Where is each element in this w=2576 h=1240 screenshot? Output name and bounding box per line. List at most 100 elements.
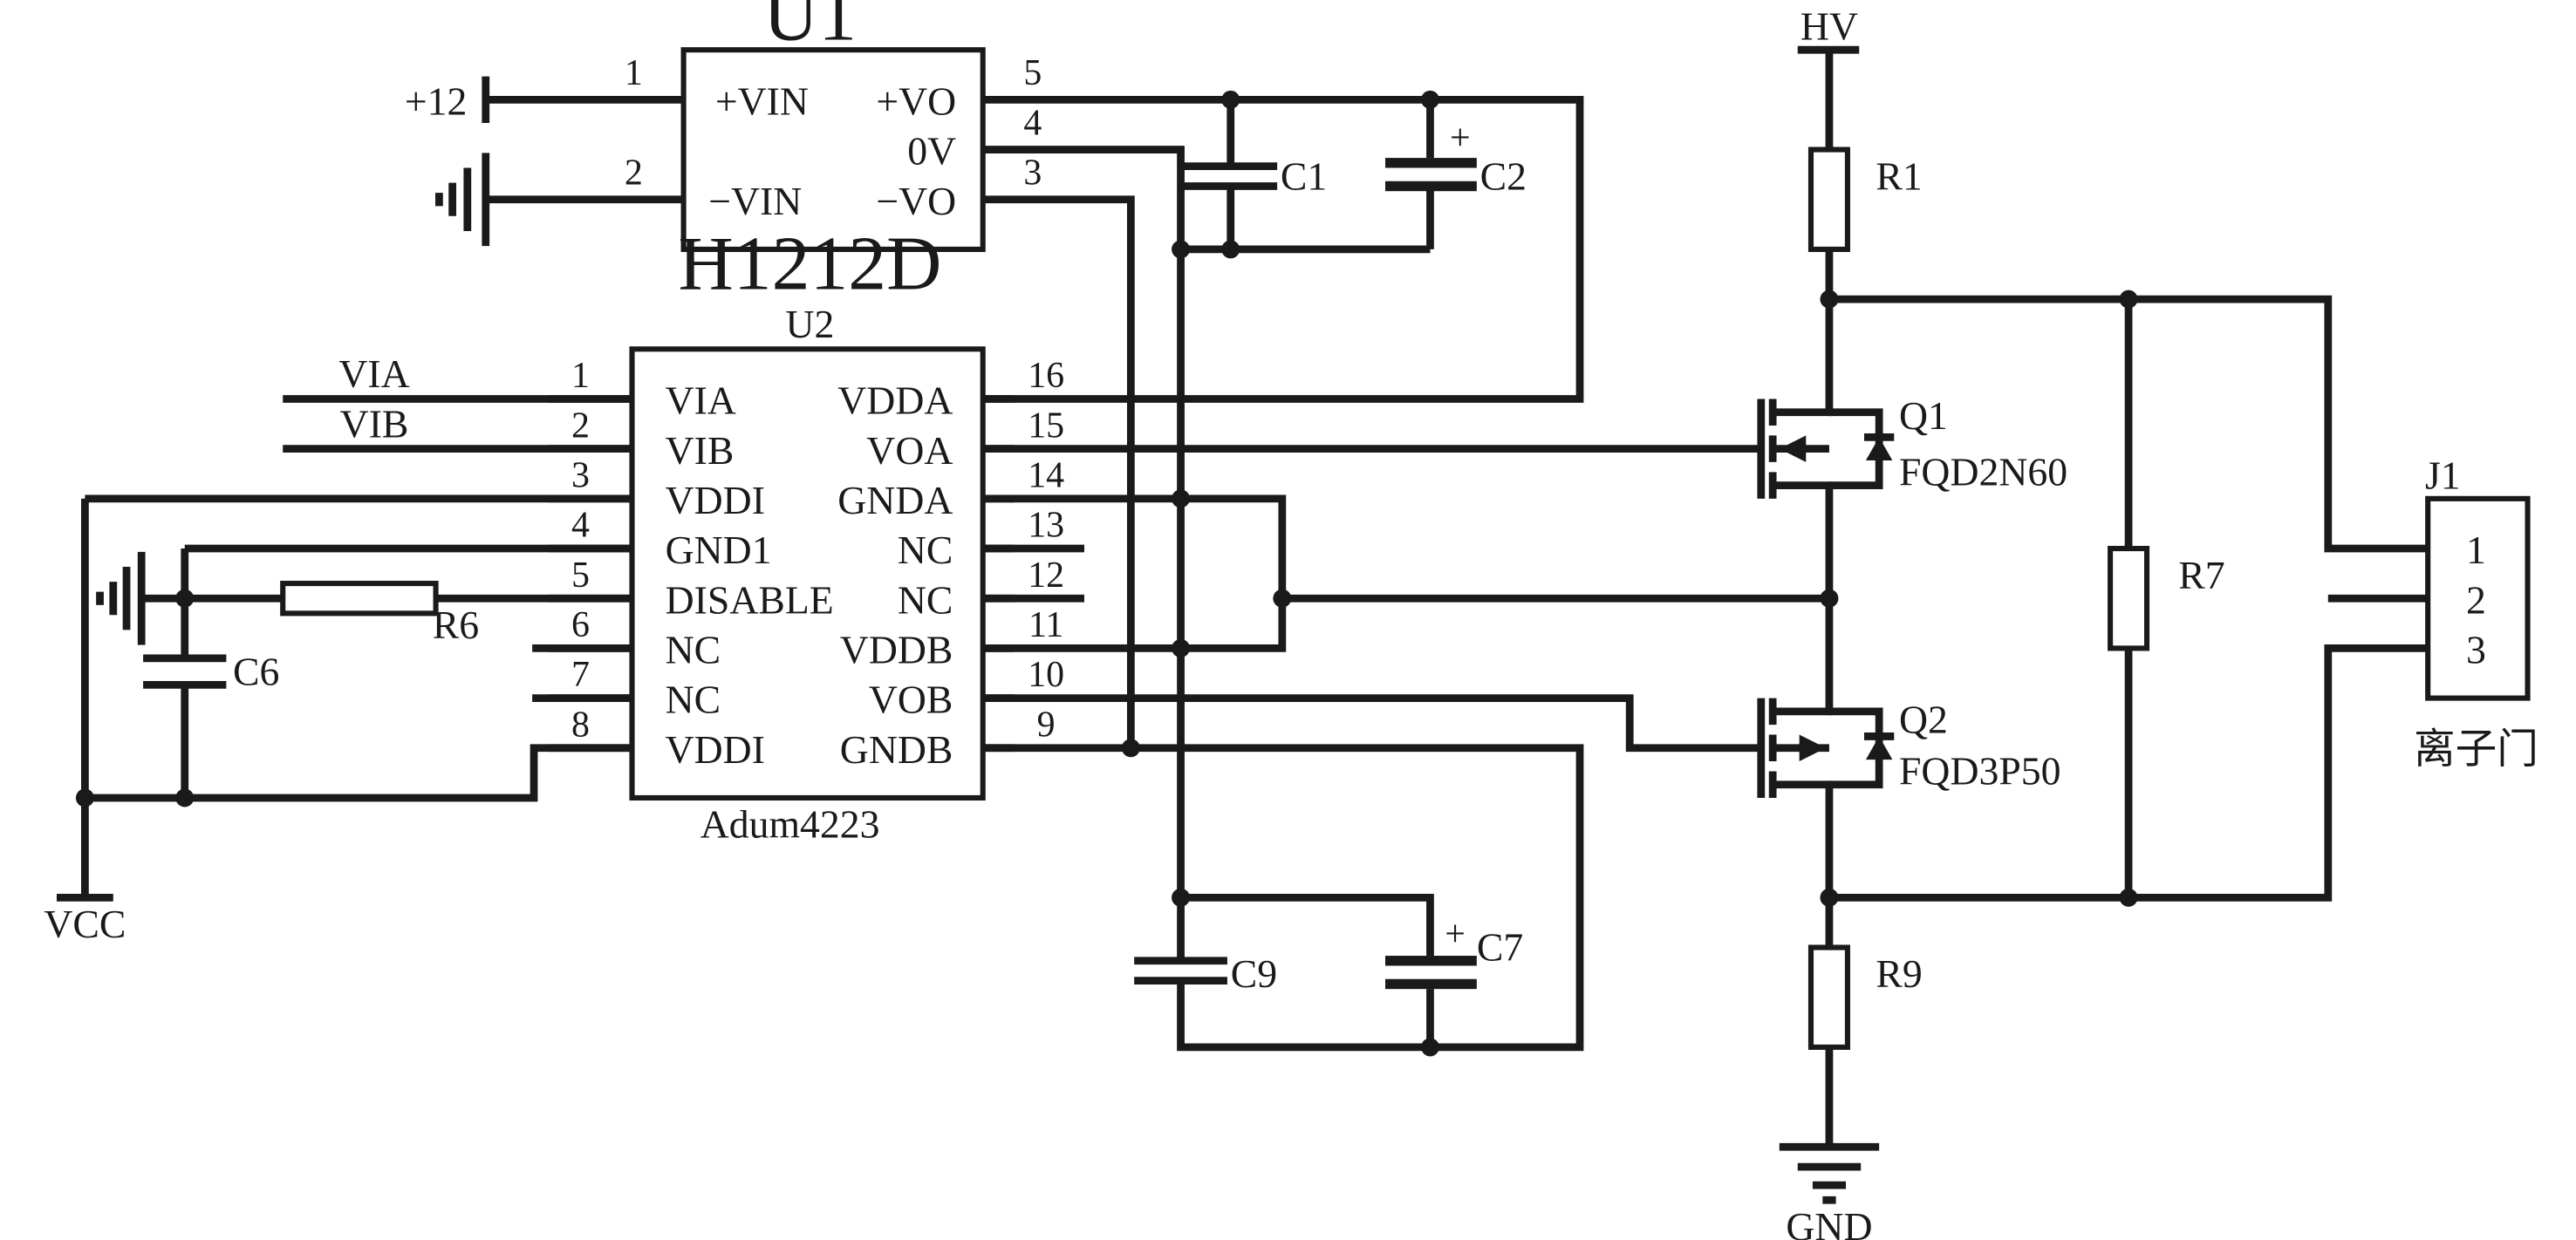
junction-dot bbox=[1221, 90, 1240, 109]
r6-label: R6 bbox=[433, 603, 479, 647]
net-label-gnd: GND bbox=[1786, 1204, 1872, 1240]
u2-pin-number: 11 bbox=[1028, 605, 1063, 645]
u2-pin-label: VIA bbox=[666, 378, 736, 423]
j1-ref: J1 bbox=[2425, 453, 2461, 497]
j1-pin-number: 1 bbox=[2466, 528, 2486, 572]
capacitor-c1: C1 bbox=[1184, 153, 1327, 198]
junction-dot bbox=[2119, 888, 2138, 907]
u2-pin-label: VOB bbox=[869, 678, 953, 722]
junction-dot bbox=[175, 589, 195, 608]
capacitor-c9: C9 bbox=[1134, 951, 1277, 996]
net-label-vib: VIB bbox=[340, 401, 409, 446]
u2-pin-label: NC bbox=[666, 678, 721, 722]
u2-pin-number: 7 bbox=[571, 655, 590, 695]
u1-converter: U1 H1212D +VIN −VIN +VO 0V −VO 1 2 5 4 3 bbox=[625, 0, 1042, 306]
junction-dot bbox=[1273, 589, 1292, 608]
u2-pin-number: 16 bbox=[1028, 356, 1064, 396]
u2-pin-number: 3 bbox=[571, 456, 590, 496]
u1-label-vo-pos: +VO bbox=[876, 79, 956, 124]
u2-pin-label: GNDB bbox=[840, 727, 953, 772]
power-stage: HV R1 R7 Q1 FQD2N60 bbox=[1757, 4, 2429, 1240]
u2-pin-label: NC bbox=[666, 628, 721, 672]
u1-pin4: 4 bbox=[1023, 103, 1042, 143]
junction-dot bbox=[1820, 290, 1839, 309]
u2-pin-number: 4 bbox=[571, 506, 590, 546]
u2-left-wiring: VCC C6 R6 bbox=[44, 494, 632, 946]
u2-pin-label: VDDB bbox=[840, 628, 953, 672]
u2-body bbox=[629, 346, 986, 801]
u2-pin-number: 2 bbox=[571, 405, 590, 446]
j1-pin-number: 3 bbox=[2466, 628, 2486, 672]
net-label-via: VIA bbox=[338, 351, 409, 396]
c7-plus: + bbox=[1445, 915, 1466, 955]
r1-label: R1 bbox=[1876, 153, 1922, 198]
capacitor-c6: C6 bbox=[143, 649, 279, 693]
u2-pin-label: NC bbox=[898, 577, 953, 622]
junction-dot bbox=[1221, 240, 1240, 259]
u2-pin-label: GND1 bbox=[666, 528, 772, 572]
u2-pin-label: VDDA bbox=[837, 378, 953, 423]
isolated-supply-wiring: C1 + C2 C9 + C7 bbox=[982, 90, 1829, 1057]
u2-pin-number: 8 bbox=[571, 705, 590, 745]
resistor-r6: R6 bbox=[280, 581, 479, 647]
mosfet-q1: Q1 FQD2N60 bbox=[1757, 393, 2067, 599]
j1-caption: 离子门 bbox=[2414, 727, 2538, 773]
junction-dot bbox=[2119, 290, 2138, 309]
u1-ref: U1 bbox=[763, 0, 857, 57]
c7-label: C7 bbox=[1477, 925, 1523, 970]
u2-pin-number: 1 bbox=[571, 356, 590, 396]
u2-gate-driver: U2 Adum4223 1VIA2VIB3VDDI4GND15DISABLE6N… bbox=[549, 302, 1064, 847]
junction-dot bbox=[1820, 589, 1839, 608]
u1-body bbox=[680, 47, 986, 252]
u2-pin-number: 5 bbox=[571, 555, 590, 596]
q1-ref: Q1 bbox=[1899, 393, 1948, 438]
u2-pin-number: 13 bbox=[1028, 506, 1064, 546]
u2-pin-number: 15 bbox=[1028, 405, 1064, 446]
junction-dot bbox=[1172, 638, 1191, 657]
junction-dot bbox=[1172, 888, 1191, 907]
net-label-vcc: VCC bbox=[44, 902, 126, 946]
u1-input-wiring: +12 bbox=[405, 76, 684, 247]
u1-label-vin-pos: +VIN bbox=[715, 79, 809, 124]
u1-pin1: 1 bbox=[625, 53, 643, 93]
u2-input-nets: VIA VIB bbox=[283, 351, 632, 453]
q2-part: FQD3P50 bbox=[1899, 749, 2061, 794]
c2-label: C2 bbox=[1480, 153, 1527, 198]
u2-right-pins: 16VDDA15VOA14GNDA13NC12NC11VDDB10VOB9GND… bbox=[837, 356, 1064, 772]
u2-pin-label: VDDI bbox=[666, 478, 765, 522]
j1-body bbox=[2425, 495, 2531, 701]
j1-pin-number: 2 bbox=[2466, 577, 2486, 622]
junction-dot bbox=[1820, 888, 1839, 907]
u2-pin-number: 12 bbox=[1028, 555, 1064, 596]
u1-part: H1212D bbox=[678, 221, 941, 306]
capacitor-c2: + C2 bbox=[1385, 119, 1527, 198]
u2-pin-number: 10 bbox=[1028, 655, 1064, 695]
c6-label: C6 bbox=[233, 649, 279, 693]
u2-part: Adum4223 bbox=[700, 802, 880, 847]
u1-pin2: 2 bbox=[625, 153, 643, 194]
u2-pin-label: VIB bbox=[666, 428, 735, 473]
resistor-r9: R9 bbox=[1807, 944, 1923, 1050]
u2-pin-label: DISABLE bbox=[666, 577, 834, 622]
u2-pin-label: VDDI bbox=[666, 727, 765, 772]
u2-pin-number: 6 bbox=[571, 605, 590, 645]
u1-pin3: 3 bbox=[1023, 153, 1042, 194]
junction-dot bbox=[1420, 90, 1439, 109]
junction-dot bbox=[1121, 739, 1140, 758]
r9-label: R9 bbox=[1876, 951, 1922, 996]
net-label-hv: HV bbox=[1800, 4, 1858, 49]
u1-label-vo-neg: −VO bbox=[876, 179, 956, 223]
capacitor-c7: + C7 bbox=[1385, 915, 1523, 990]
junction-dot bbox=[175, 788, 195, 807]
c1-label: C1 bbox=[1281, 153, 1327, 198]
u2-pin-number: 14 bbox=[1028, 456, 1064, 496]
ground-symbol-gnd bbox=[1779, 1142, 1880, 1204]
resistor-r1: R1 bbox=[1807, 146, 1923, 252]
u2-pin-label: GNDA bbox=[837, 478, 953, 522]
junction-dot bbox=[75, 788, 94, 807]
resistor-r7: R7 bbox=[2108, 545, 2225, 651]
q1-part: FQD2N60 bbox=[1899, 450, 2067, 494]
junction-dot bbox=[1420, 1038, 1439, 1057]
u2-pin-number: 9 bbox=[1037, 705, 1056, 745]
